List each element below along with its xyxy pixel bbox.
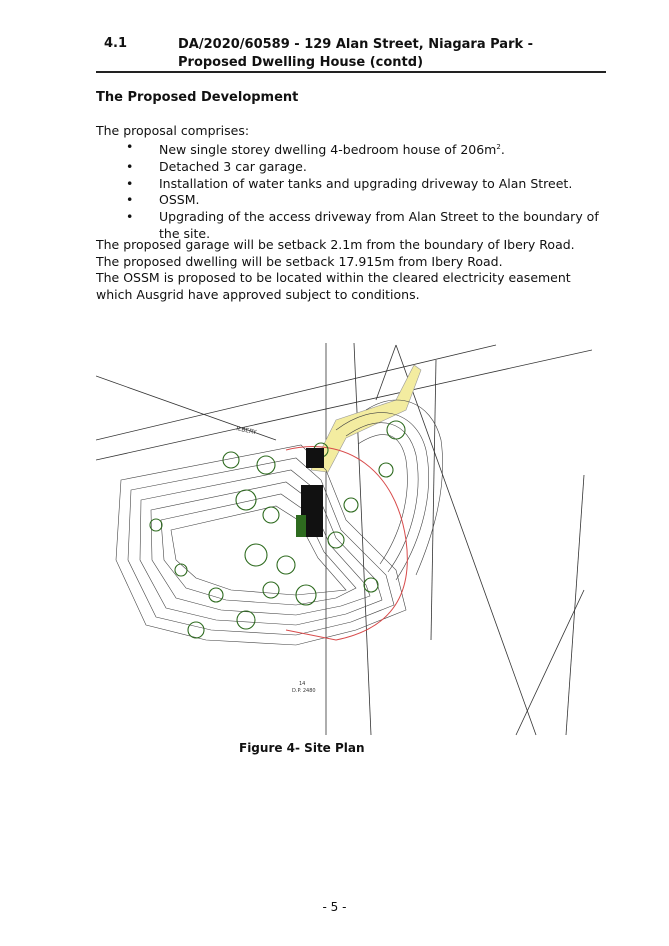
- road-label: ILBERY: [236, 425, 258, 436]
- section-title: The Proposed Development: [96, 90, 299, 105]
- dwelling-footprint: [301, 485, 323, 537]
- garage-footprint: [306, 448, 324, 468]
- list-item: Installation of water tanks and upgradin…: [96, 176, 616, 193]
- dwelling-annex: [296, 515, 306, 537]
- road-lines: [95, 342, 593, 736]
- header-rule: [96, 71, 606, 73]
- item-title: DA/2020/60589 - 129 Alan Street, Niagara…: [178, 37, 534, 70]
- setback-paragraph: The proposed garage will be setback 2.1m…: [96, 237, 575, 269]
- list-item-end: .: [500, 142, 505, 158]
- intro-text: The proposal comprises:: [96, 123, 250, 138]
- tree-symbols: [149, 420, 406, 639]
- item-number: 4.1: [104, 36, 128, 51]
- easement-boundary: [285, 446, 408, 641]
- proposal-list: New single storey dwelling 4-bedroom hou…: [96, 139, 616, 242]
- list-item: Detached 3 car garage.: [96, 159, 616, 176]
- driveway: [310, 364, 422, 473]
- list-item: OSSM.: [96, 192, 616, 209]
- figure-caption: Figure 4- Site Plan: [239, 741, 365, 755]
- site-plan-figure: ILBERY 14 D.P. 2480: [95, 340, 593, 740]
- site-plan-drawing: ILBERY 14 D.P. 2480: [95, 342, 593, 736]
- superscript: 2: [496, 143, 501, 151]
- page-number: - 5 -: [322, 900, 347, 914]
- list-item: New single storey dwelling 4-bedroom hou…: [96, 139, 616, 159]
- lot-label-2: D.P. 2480: [292, 688, 316, 694]
- ossm-paragraph: The OSSM is proposed to be located withi…: [96, 270, 571, 302]
- list-item: Upgrading of the access driveway from Al…: [96, 209, 616, 242]
- list-item-text: New single storey dwelling 4-bedroom hou…: [159, 142, 497, 158]
- lot-label-1: 14: [299, 681, 305, 687]
